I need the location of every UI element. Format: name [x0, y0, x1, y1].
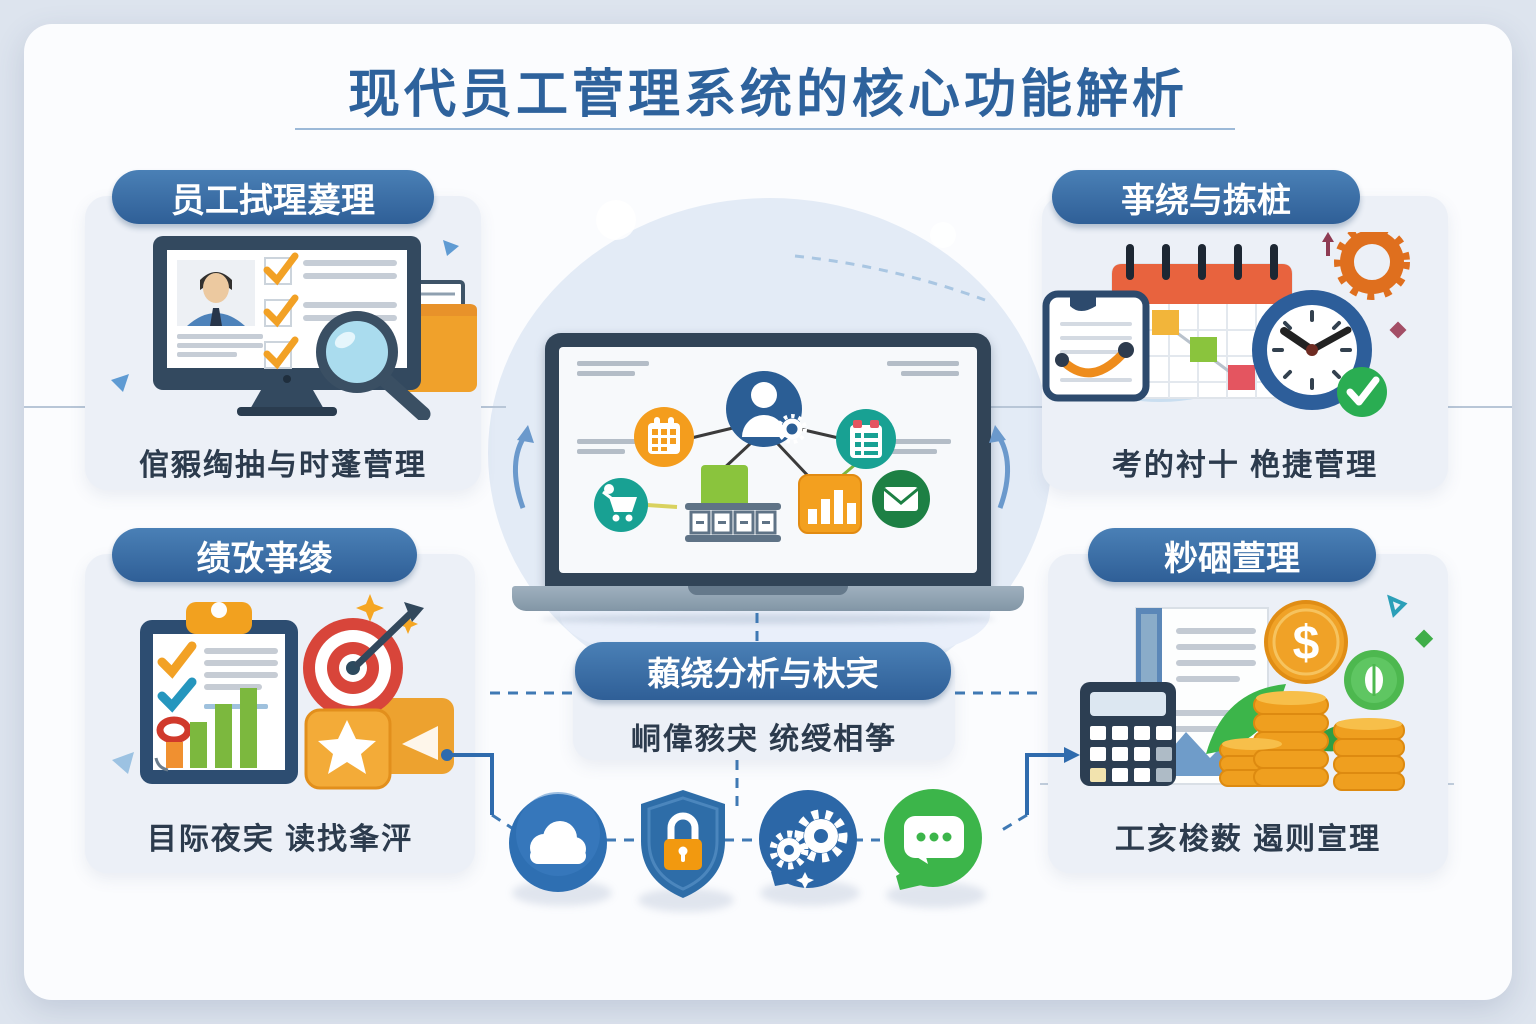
laptop-screen-network	[577, 361, 959, 542]
user-profile-gear-icon	[726, 371, 807, 447]
green-module-icon	[701, 465, 748, 508]
header-pill-bottom-right: 粆硱萱理	[1088, 528, 1376, 582]
banner-subtitle: 峒偉豥宊 统绶相筝	[630, 723, 898, 756]
calendar-grid-icon	[634, 407, 694, 467]
green-coin-icon	[1344, 650, 1404, 710]
dashed-arc-decor	[794, 254, 986, 302]
connector-dot	[441, 749, 453, 761]
calendar-icon	[1111, 244, 1293, 399]
yellow-link	[646, 503, 678, 509]
teal-decor-icon	[1387, 594, 1408, 618]
star-badge-icon	[304, 708, 392, 790]
star-badge-back-icon	[380, 698, 454, 774]
header-pill-top-right: 亊绕与拣桩	[1052, 170, 1360, 224]
background-blob-small-left	[596, 200, 636, 240]
header-top-right-label: 亊绕与拣桩	[1121, 181, 1291, 220]
curved-arrows	[512, 432, 1011, 509]
sparkle-icon	[356, 594, 418, 634]
drawer-cabinet-icon	[685, 503, 781, 542]
clipboard-report-icon	[140, 602, 298, 784]
performance-illustration	[112, 594, 454, 790]
elbow-connectors	[447, 753, 1066, 815]
arrowhead-up-left	[517, 425, 534, 443]
caption-top-left: 倌豭绹抽与时蓬菅理	[139, 449, 427, 482]
task-list-icon	[836, 409, 896, 469]
page-title: 现代员工菅理系统的核心功能觪析	[347, 66, 1188, 124]
triangle-decor-icon	[112, 752, 134, 774]
screen-text-lines	[577, 361, 959, 454]
laptop-shadow	[540, 614, 996, 624]
title-underline	[295, 128, 1235, 130]
gear-ring-icon	[1334, 232, 1410, 300]
check-circle-icon	[1337, 367, 1387, 417]
magnifier-icon	[316, 311, 431, 420]
banner-label: 藾绕分析与杕宎	[647, 655, 879, 692]
header-top-left-label: 员工拭瑆萲理	[171, 181, 375, 220]
shopping-cart-icon	[594, 478, 648, 532]
triangle-decor-icon	[443, 240, 459, 256]
caption-bottom-right: 工亥梭薮 遏则宣理	[1114, 823, 1382, 856]
background-blob-small-right	[930, 222, 956, 248]
header-pill-bottom-left: 绩攷亊绫	[112, 528, 417, 582]
gear-small	[769, 830, 809, 870]
target-icon	[303, 602, 424, 718]
banner-pill: 藾绕分析与杕宎	[575, 642, 951, 700]
employee-info-illustration	[111, 236, 477, 420]
connector-arrowhead	[1064, 747, 1080, 763]
chat-icon	[884, 789, 982, 890]
arrowhead-up-right	[989, 425, 1006, 443]
sparkle-small	[796, 872, 814, 889]
notebook-curve-icon	[1042, 290, 1150, 402]
calculator-icon	[1080, 682, 1176, 786]
bar-chart-icon	[154, 688, 257, 772]
coin-stacks-icon	[1219, 691, 1405, 791]
payroll-illustration: $	[1080, 594, 1434, 791]
caption-bottom-left: 目际夜宎 读找夆泙	[146, 823, 414, 856]
attendance-illustration	[1042, 232, 1410, 417]
triangle-decor-icon	[111, 374, 129, 392]
header-bottom-right-label: 粆硱萱理	[1164, 539, 1300, 578]
caption-top-right: 考的衬十 栬捷菅理	[1111, 449, 1379, 482]
dashed-connectors	[490, 613, 1040, 842]
mail-icon	[872, 470, 930, 528]
dollar-coin-icon: $	[1264, 600, 1348, 684]
laptop-hinge	[688, 586, 848, 595]
cloud-icon	[509, 792, 607, 892]
shield-lock-icon	[641, 790, 725, 898]
bar-chart-tile-icon	[798, 474, 862, 534]
gears-icon	[759, 790, 857, 889]
profile-card-icon	[177, 260, 263, 357]
header-pill-top-left: 员工拭瑆萲理	[112, 170, 434, 224]
header-bottom-left-label: 绩攷亊绫	[196, 539, 333, 578]
dollar-sign: $	[1293, 617, 1320, 670]
